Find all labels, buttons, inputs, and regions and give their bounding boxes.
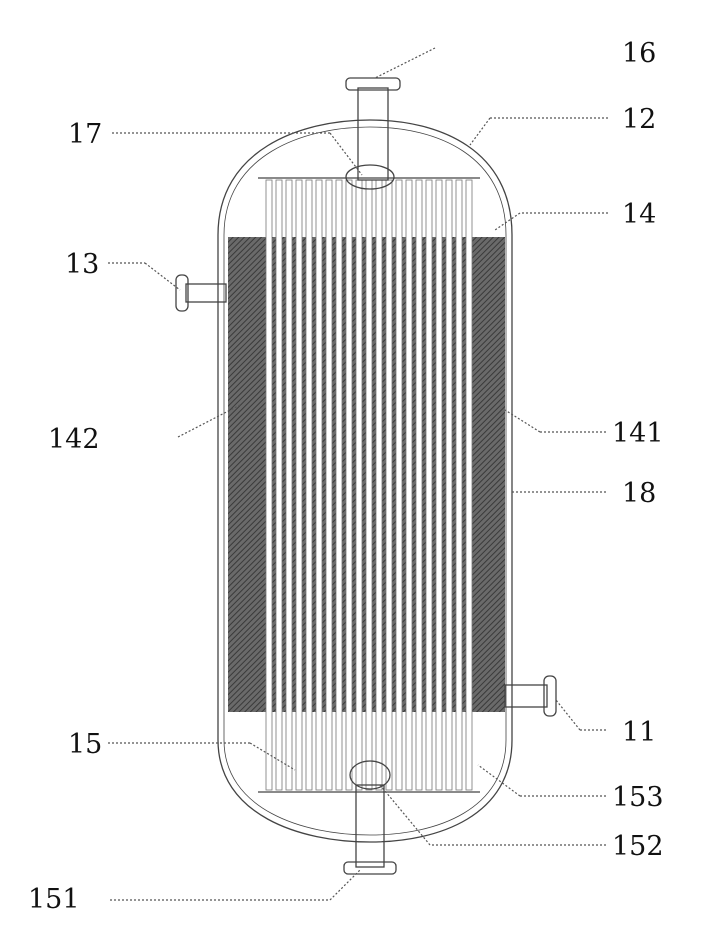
label-153: 153 <box>612 782 664 813</box>
tube <box>456 180 462 790</box>
label-18: 18 <box>622 478 656 509</box>
tube <box>266 180 272 790</box>
top-nozzle <box>346 78 400 189</box>
label-13: 13 <box>65 249 99 280</box>
tube <box>466 180 472 790</box>
label-12: 12 <box>622 104 656 135</box>
tube <box>356 180 362 790</box>
label-142: 142 <box>48 424 100 455</box>
label-16: 16 <box>622 38 656 69</box>
tube <box>416 180 422 790</box>
tube <box>346 180 352 790</box>
label-151: 151 <box>28 884 80 915</box>
tube <box>306 180 312 790</box>
tube <box>316 180 322 790</box>
tube <box>296 180 302 790</box>
tube <box>366 180 372 790</box>
tube <box>396 180 402 790</box>
tube <box>286 180 292 790</box>
label-17: 17 <box>68 119 102 150</box>
tube <box>376 180 382 790</box>
label-14: 14 <box>622 199 656 230</box>
tube <box>386 180 392 790</box>
label-11: 11 <box>622 717 656 748</box>
tube <box>436 180 442 790</box>
tube <box>446 180 452 790</box>
tube-bundle <box>266 180 472 790</box>
label-15: 15 <box>68 729 102 760</box>
tube <box>276 180 282 790</box>
tube <box>326 180 332 790</box>
tube <box>426 180 432 790</box>
tube <box>336 180 342 790</box>
label-141: 141 <box>612 418 664 449</box>
tube <box>406 180 412 790</box>
label-152: 152 <box>612 831 664 862</box>
